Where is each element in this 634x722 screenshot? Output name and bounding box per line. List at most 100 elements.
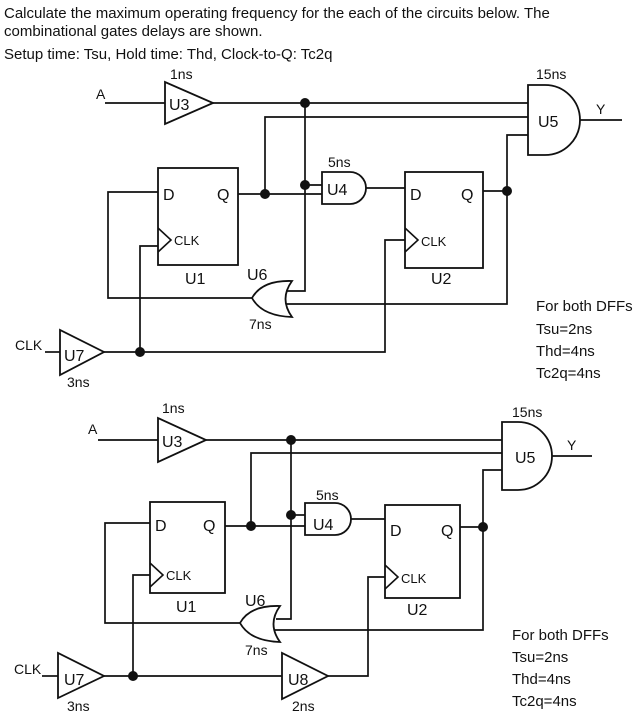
note-line: Tc2q=4ns [512, 693, 577, 710]
clk-input-label: CLK [14, 661, 42, 677]
u2-clk-label: CLK [421, 234, 447, 249]
wire-u1q-to-u5 [264, 116, 528, 194]
wire-u7-to-u1clk [132, 574, 150, 676]
u6-or-gate [250, 280, 294, 318]
u5-and-gate [527, 84, 581, 156]
note-line: Tsu=2ns [512, 649, 568, 666]
u7-ref-label: U7 [64, 672, 85, 689]
junction-dot [260, 189, 270, 199]
u1-clk-wedge-icon [149, 562, 165, 588]
u2-ref-label: U2 [431, 271, 452, 288]
u5-ref-label: U5 [538, 114, 559, 131]
u2-dff [384, 504, 461, 599]
timing-definitions: Setup time: Tsu, Hold time: Thd, Clock-t… [4, 46, 333, 63]
junction-dot [286, 510, 296, 520]
u4-ref-label: U4 [327, 182, 348, 199]
wire-u8-to-u2clk [328, 576, 385, 677]
junction-dot [300, 98, 310, 108]
u4-and-gate [321, 171, 367, 205]
u8-delay-label: 2ns [292, 698, 315, 714]
u1-ref-label: U1 [185, 271, 206, 288]
u3-delay-label: 1ns [162, 400, 185, 416]
dff-notes-1: For both DFFs Tsu=2ns Thd=4ns Tc2q=4ns [536, 298, 633, 382]
wire-u3-branch-to-u6 [287, 103, 306, 292]
wire-u2q-to-u5 [506, 134, 528, 191]
u2-q-label: Q [461, 187, 473, 204]
u1-dff [157, 167, 239, 266]
u3-buffer [157, 416, 209, 464]
u5-and-gate [501, 421, 553, 491]
u2-ref-label: U2 [407, 602, 428, 619]
circuit-1: 1ns A U3 5ns U4 15ns U5 Y D Q CLK U1 D Q… [15, 66, 633, 390]
u5-delay-label: 15ns [512, 404, 542, 420]
junction-dot [135, 347, 145, 357]
wire-u7-to-u2clk [104, 239, 405, 353]
note-line: Thd=4ns [512, 671, 571, 688]
input-a-label: A [88, 421, 98, 437]
u2-dff [404, 171, 484, 269]
problem-header: Calculate the maximum operating frequenc… [4, 5, 602, 69]
wire-u2q-to-u5 [482, 469, 502, 527]
u6-or-gate [238, 605, 282, 643]
u7-delay-label: 3ns [67, 698, 90, 714]
u8-buffer [281, 651, 331, 701]
wire-u2q-to-u6 [284, 191, 508, 305]
u6-ref-label: U6 [245, 593, 266, 610]
u2-clk-label: CLK [401, 571, 427, 586]
junction-dot [286, 435, 296, 445]
junction-dot [300, 180, 310, 190]
u3-ref-label: U3 [169, 97, 190, 114]
input-a-label: A [96, 86, 106, 102]
wire-u6-to-u1d [107, 191, 253, 299]
u2-d-label: D [390, 523, 402, 540]
note-line: For both DFFs [512, 627, 609, 644]
problem-statement: Calculate the maximum operating frequenc… [4, 5, 550, 40]
circuit-2: 1ns A U3 5ns U4 15ns U5 Y D Q CLK U1 D Q… [14, 400, 609, 714]
junction-dot [128, 671, 138, 681]
u1-clk-label: CLK [174, 233, 200, 248]
u2-clk-wedge-icon [384, 564, 400, 590]
wire-u1q-to-u5 [250, 452, 502, 526]
u7-ref-label: U7 [64, 348, 85, 365]
u1-d-label: D [163, 187, 175, 204]
dff-notes-2: For both DFFs Tsu=2ns Thd=4ns Tc2q=4ns [512, 627, 609, 710]
u6-delay-label: 7ns [245, 642, 268, 658]
u5-delay-label: 15ns [536, 66, 566, 82]
u3-buffer [164, 80, 216, 126]
junction-dot [246, 521, 256, 531]
clk-input-label: CLK [15, 337, 43, 353]
wire-u6-to-u1d [104, 522, 241, 624]
u5-ref-label: U5 [515, 450, 536, 467]
u6-ref-label: U6 [247, 267, 268, 284]
note-line: Tsu=2ns [536, 321, 592, 338]
note-line: Tc2q=4ns [536, 365, 601, 382]
u2-d-label: D [410, 187, 422, 204]
u8-ref-label: U8 [288, 672, 309, 689]
u1-q-label: Q [203, 518, 215, 535]
u6-delay-label: 7ns [249, 316, 272, 332]
u1-ref-label: U1 [176, 599, 197, 616]
note-line: Thd=4ns [536, 343, 595, 360]
u1-dff [149, 501, 226, 594]
wire-u2q-to-u6 [274, 527, 484, 631]
u3-delay-label: 1ns [170, 66, 193, 82]
wire-u3-branch-to-u6 [276, 440, 292, 620]
u7-buffer [57, 651, 107, 700]
u3-ref-label: U3 [162, 434, 183, 451]
u7-buffer [59, 328, 106, 377]
note-line: For both DFFs [536, 298, 633, 315]
u7-delay-label: 3ns [67, 374, 90, 390]
u1-clk-wedge-icon [157, 227, 173, 253]
u4-delay-label: 5ns [316, 487, 339, 503]
junction-dot [478, 522, 488, 532]
u4-delay-label: 5ns [328, 154, 351, 170]
u2-clk-wedge-icon [404, 227, 420, 253]
u1-clk-label: CLK [166, 568, 192, 583]
u4-ref-label: U4 [313, 517, 334, 534]
junction-dot [502, 186, 512, 196]
u4-and-gate [304, 502, 352, 536]
u1-d-label: D [155, 518, 167, 535]
u2-q-label: Q [441, 523, 453, 540]
